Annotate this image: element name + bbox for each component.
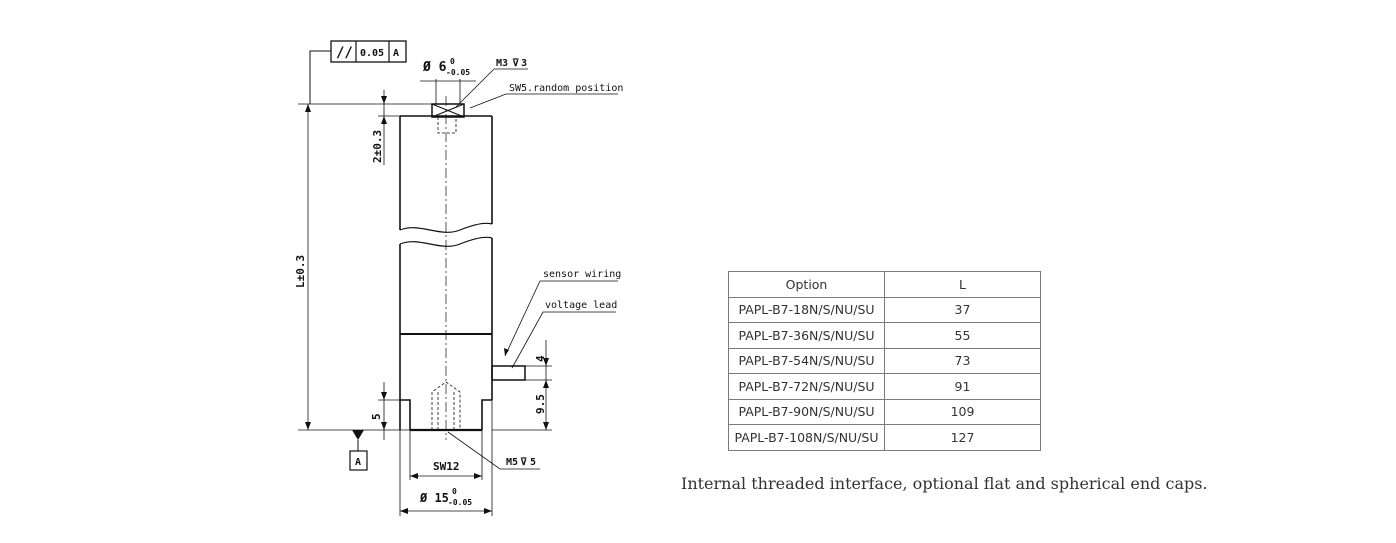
bottom-sw-dimension: SW12 bbox=[433, 460, 460, 473]
option-cell: PAPL-B7-36N/S/NU/SU bbox=[728, 322, 885, 349]
length-cell: 127 bbox=[884, 424, 1041, 451]
table-row: PAPL-B7-54N/S/NU/SU 73 bbox=[728, 347, 1041, 374]
voltage-lead-label: voltage lead bbox=[545, 300, 617, 311]
top-thread-depth-symbol: ⊽ bbox=[512, 58, 519, 69]
bottom-thread-depth-symbol: ⊽ bbox=[520, 457, 527, 468]
option-cell: PAPL-B7-72N/S/NU/SU bbox=[728, 373, 885, 400]
bottom-thread: M5 bbox=[506, 457, 518, 468]
table-row: PAPL-B7-72N/S/NU/SU 91 bbox=[728, 373, 1041, 400]
column-header-option: Option bbox=[728, 271, 885, 298]
option-cell: PAPL-B7-18N/S/NU/SU bbox=[728, 296, 885, 323]
length-dimension: L±0.3 bbox=[294, 255, 307, 288]
bottom-thread-depth: 5 bbox=[530, 457, 536, 468]
option-length-table: Option L PAPL-B7-18N/S/NU/SU 37 PAPL-B7-… bbox=[728, 271, 1041, 451]
length-cell: 73 bbox=[884, 347, 1041, 374]
tolerance-frame: // 0.05 A bbox=[309, 40, 407, 104]
bottom-dimensions: SW12 M5 ⊽ 5 Ø 15 0 -0.05 bbox=[399, 400, 540, 516]
right-dimensions: 4 9.5 bbox=[492, 340, 552, 431]
table-row: PAPL-B7-90N/S/NU/SU 109 bbox=[728, 398, 1041, 425]
top-diameter: Ø 6 bbox=[422, 60, 447, 75]
length-cell: 91 bbox=[884, 373, 1041, 400]
bottom-diameter-tol-upper: 0 bbox=[452, 487, 457, 496]
top-offset-dimension: 2±0.3 bbox=[371, 130, 384, 163]
tolerance-value: 0.05 bbox=[360, 48, 384, 59]
lead-dimension: 4 bbox=[534, 355, 547, 362]
caption-text: Internal threaded interface, optional fl… bbox=[681, 474, 1208, 493]
left-dimensions: L±0.3 2±0.3 5 A bbox=[294, 90, 432, 471]
bottom-diameter: Ø 15 bbox=[419, 491, 449, 505]
datum-label: A bbox=[355, 457, 361, 468]
length-cell: 109 bbox=[884, 398, 1041, 425]
technical-drawing: // 0.05 A Ø 6 0 -0.05 M3 ⊽ 3 SW5.random … bbox=[294, 40, 623, 516]
length-cell: 55 bbox=[884, 322, 1041, 349]
table-row: PAPL-B7-36N/S/NU/SU 55 bbox=[728, 322, 1041, 349]
option-cell: PAPL-B7-90N/S/NU/SU bbox=[728, 398, 885, 425]
column-header-l: L bbox=[884, 271, 1041, 298]
table-header-row: Option L bbox=[728, 271, 1041, 298]
top-diameter-tol-lower: -0.05 bbox=[446, 68, 470, 77]
table-row: PAPL-B7-108N/S/NU/SU 127 bbox=[728, 424, 1041, 451]
sw5-note: SW5.random position bbox=[509, 83, 623, 94]
option-cell: PAPL-B7-108N/S/NU/SU bbox=[728, 424, 885, 451]
table-row: PAPL-B7-18N/S/NU/SU 37 bbox=[728, 296, 1041, 323]
base-step-dimension: 5 bbox=[370, 413, 383, 420]
lead-height-dimension: 9.5 bbox=[534, 394, 547, 414]
length-cell: 37 bbox=[884, 296, 1041, 323]
actuator-body bbox=[399, 96, 526, 440]
bottom-diameter-tol-lower: -0.05 bbox=[448, 498, 472, 507]
tolerance-symbol: // bbox=[336, 45, 353, 61]
top-thread-depth: 3 bbox=[521, 58, 527, 69]
sensor-wiring-label: sensor wiring bbox=[543, 269, 621, 280]
top-thread: M3 bbox=[496, 58, 508, 69]
option-cell: PAPL-B7-54N/S/NU/SU bbox=[728, 347, 885, 374]
tolerance-datum: A bbox=[393, 48, 399, 59]
top-diameter-tol-upper: 0 bbox=[450, 57, 455, 66]
